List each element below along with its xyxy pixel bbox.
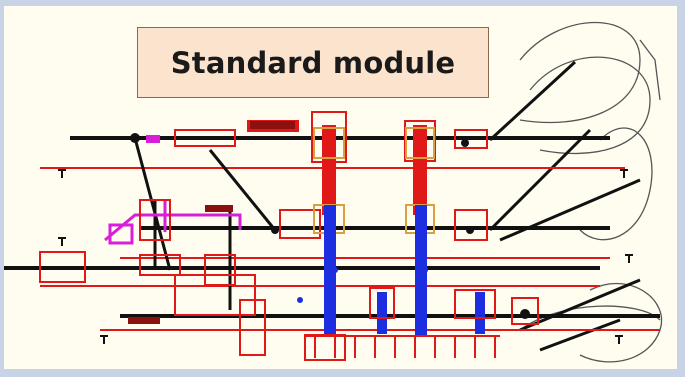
dark-red-labels <box>128 121 295 324</box>
signal-heads <box>130 133 530 319</box>
blue-columns <box>324 205 485 335</box>
diagonal-fan-lines <box>488 60 641 352</box>
red-columns <box>322 125 427 215</box>
bottom-comb <box>305 335 500 358</box>
bottom-right-blocks <box>369 287 539 325</box>
t-marks <box>58 169 633 344</box>
right-arc-lines <box>519 21 663 363</box>
title-label: Standard module <box>137 27 489 98</box>
blue-dots <box>297 267 428 303</box>
left-red-cluster <box>39 199 346 361</box>
magenta-switch <box>104 200 242 245</box>
left-connectors <box>133 137 277 310</box>
magenta-clip-top <box>146 135 160 143</box>
